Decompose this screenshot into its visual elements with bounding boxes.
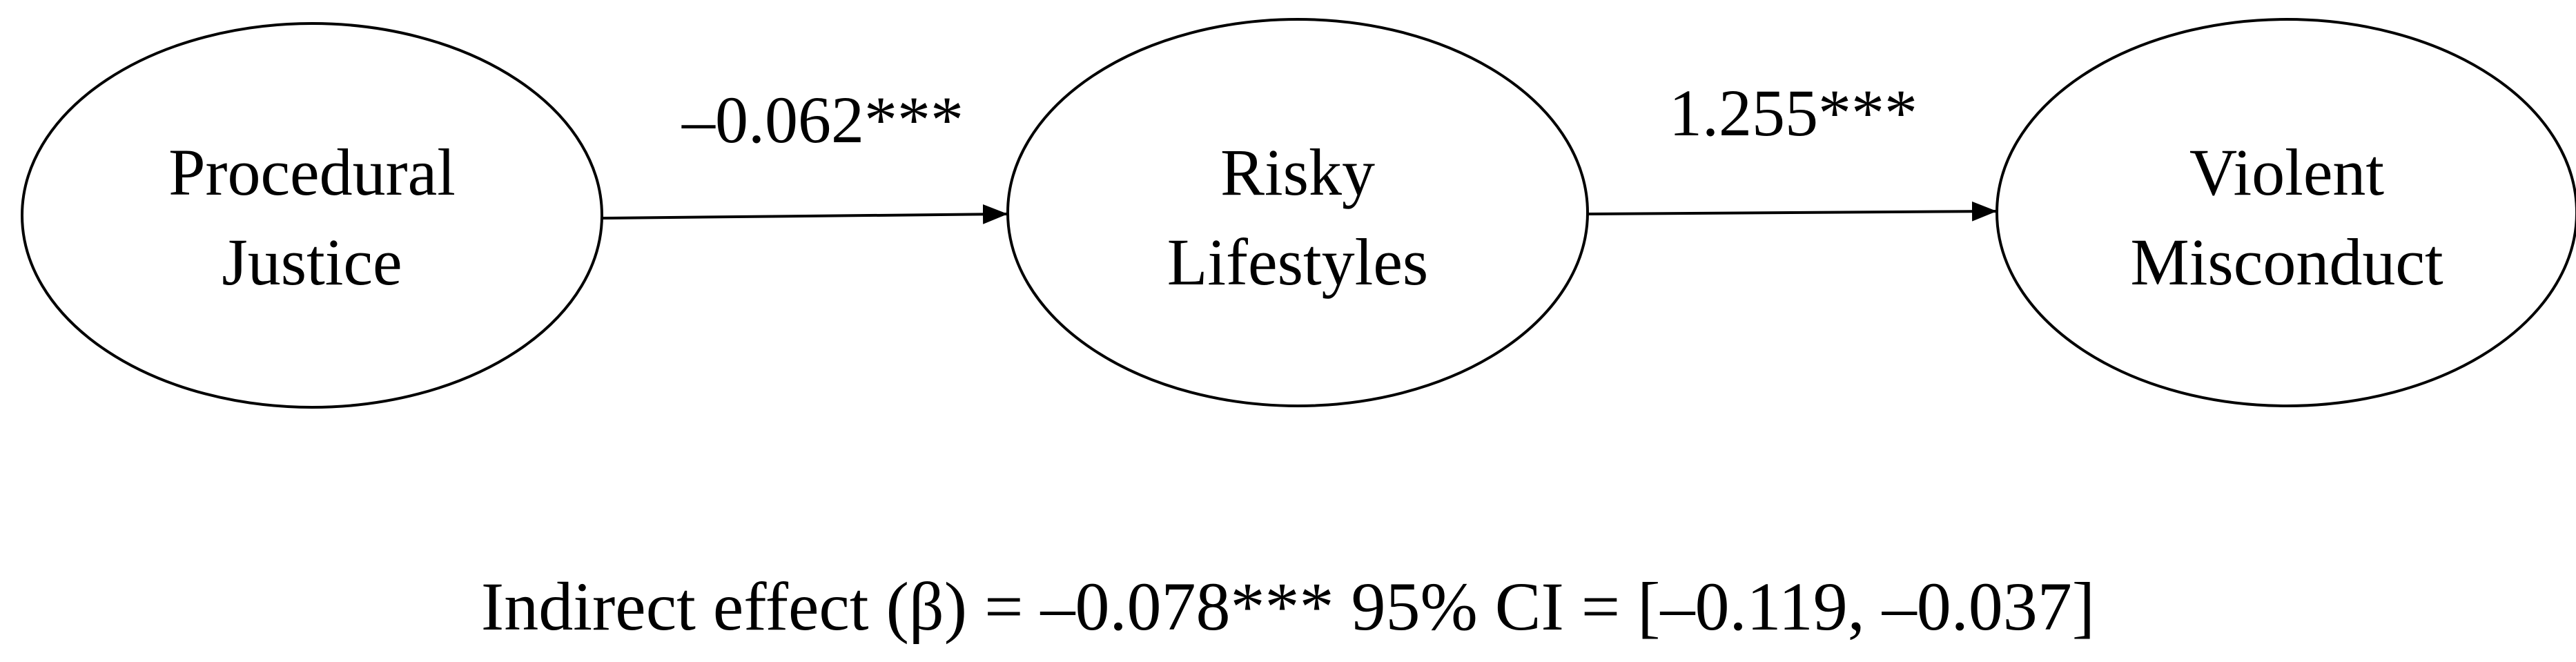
node-violent-misconduct-line-2: Misconduct [2130, 225, 2443, 299]
node-violent-misconduct-ellipse [1996, 18, 2576, 407]
node-risky-lifestyles-line-2: Lifestyles [1167, 225, 1429, 299]
node-risky-lifestyles-ellipse [1006, 18, 1589, 407]
node-procedural-justice-line-1: Procedural [168, 135, 456, 209]
edge-procedural-to-risky: –0.062*** [601, 83, 1008, 224]
node-violent-misconduct-line-1: Violent [2189, 135, 2385, 209]
node-procedural-justice-line-2: Justice [222, 225, 402, 299]
edge-procedural-to-risky-label: –0.062*** [681, 83, 964, 157]
edge-procedural-to-risky-arrow [601, 204, 1008, 224]
node-violent-misconduct: Violent Misconduct [1996, 18, 2576, 407]
node-risky-lifestyles-line-1: Risky [1220, 135, 1375, 209]
edge-risky-to-violent-label: 1.255*** [1669, 76, 1918, 150]
node-procedural-justice: Procedural Justice [21, 22, 603, 409]
node-procedural-justice-ellipse [21, 22, 603, 409]
node-risky-lifestyles: Risky Lifestyles [1006, 18, 1589, 407]
edge-risky-to-violent-arrow [1587, 201, 1998, 222]
indirect-effect-caption: Indirect effect (β) = –0.078*** 95% CI =… [481, 568, 2095, 645]
edge-risky-to-violent: 1.255*** [1587, 76, 1998, 222]
